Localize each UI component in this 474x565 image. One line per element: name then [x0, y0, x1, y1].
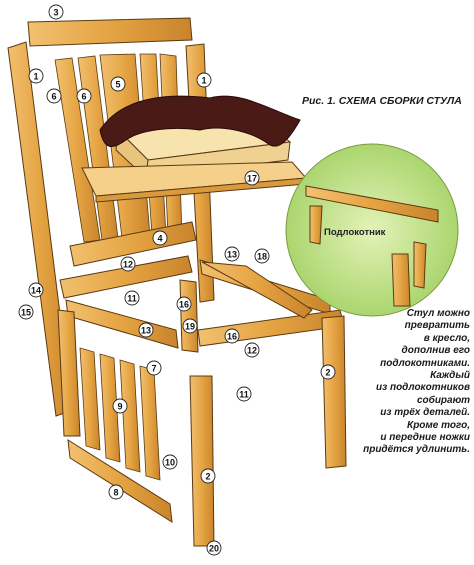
part-callout-1: 1 [28, 68, 44, 84]
part-number: 15 [21, 308, 31, 318]
part-callout-6: 6 [76, 88, 92, 104]
part-number: 2 [205, 472, 210, 482]
part-callout-16: 16 [224, 328, 240, 344]
part-callout-4: 4 [152, 230, 168, 246]
part-callout-2: 2 [320, 364, 336, 380]
part-number: 3 [53, 8, 58, 18]
part-callout-13: 13 [138, 322, 154, 338]
part-callout-2: 2 [200, 468, 216, 484]
part-callout-1: 1 [196, 72, 212, 88]
note-line: Кроме того, [407, 419, 470, 431]
part-callout-6: 6 [46, 88, 62, 104]
figure-caption: Рис. 1. СХЕМА СБОРКИ СТУЛА [302, 95, 462, 107]
part-callout-15: 15 [18, 304, 34, 320]
note-line: и передние ножки [380, 432, 470, 444]
side-lower-rail [67, 439, 173, 523]
part-callout-19: 19 [182, 318, 198, 334]
part-number: 9 [117, 402, 122, 412]
part-callout-18: 18 [254, 248, 270, 264]
part-number: 11 [239, 390, 249, 400]
note-line: Каждый [430, 370, 470, 382]
part-number: 6 [51, 92, 56, 102]
part-callout-11: 11 [236, 386, 252, 402]
part-number: 7 [151, 364, 156, 374]
part-number: 13 [141, 326, 151, 336]
part-number: 16 [179, 300, 189, 310]
part-number: 14 [31, 286, 41, 296]
part-number: 8 [113, 488, 118, 498]
part-number: 12 [123, 260, 133, 270]
part-callout-10: 10 [162, 454, 178, 470]
note-line: в кресло, [423, 332, 470, 344]
front-legs [57, 309, 347, 547]
note-line: дополнив его [401, 345, 470, 357]
part-callout-17: 17 [244, 170, 260, 186]
part-number: 11 [127, 294, 137, 304]
part-callout-13: 13 [224, 246, 240, 262]
side-slats [79, 347, 161, 481]
note-line: из подлокотников [375, 382, 470, 394]
top-rail [27, 17, 193, 47]
note-line: подлокотниками. [380, 357, 470, 369]
part-callout-12: 12 [120, 256, 136, 272]
armrest-inset [285, 143, 459, 317]
part-number: 6 [81, 92, 86, 102]
part-number: 12 [247, 346, 257, 356]
part-number: 1 [201, 76, 206, 86]
part-callout-11: 11 [124, 290, 140, 306]
part-number: 19 [185, 322, 195, 332]
part-number: 10 [165, 458, 175, 468]
part-number: 17 [247, 174, 257, 184]
part-callout-16: 16 [176, 296, 192, 312]
note-line: превратить [404, 320, 470, 332]
note-line: придётся удлинить. [363, 444, 470, 456]
part-number: 20 [209, 544, 219, 554]
part-callout-5: 5 [110, 76, 126, 92]
part-callout-9: 9 [112, 398, 128, 414]
part-callout-8: 8 [108, 484, 124, 500]
part-number: 1 [33, 72, 38, 82]
part-number: 5 [115, 80, 120, 90]
note-line: Стул можно [406, 308, 470, 319]
part-number: 4 [157, 234, 162, 244]
part-callout-3: 3 [48, 4, 64, 20]
part-number: 16 [227, 332, 237, 342]
part-callout-20: 20 [206, 540, 222, 556]
part-callout-7: 7 [146, 360, 162, 376]
leather-cover [99, 95, 301, 148]
part-number: 13 [227, 250, 237, 260]
part-callout-14: 14 [28, 282, 44, 298]
armrest-label: Подлокотник [324, 227, 386, 238]
note-line: собирают [416, 394, 470, 406]
part-callout-12: 12 [244, 342, 260, 358]
part-number: 18 [257, 252, 267, 262]
part-number: 2 [325, 368, 330, 378]
note-line: из трёх деталей. [380, 407, 470, 419]
